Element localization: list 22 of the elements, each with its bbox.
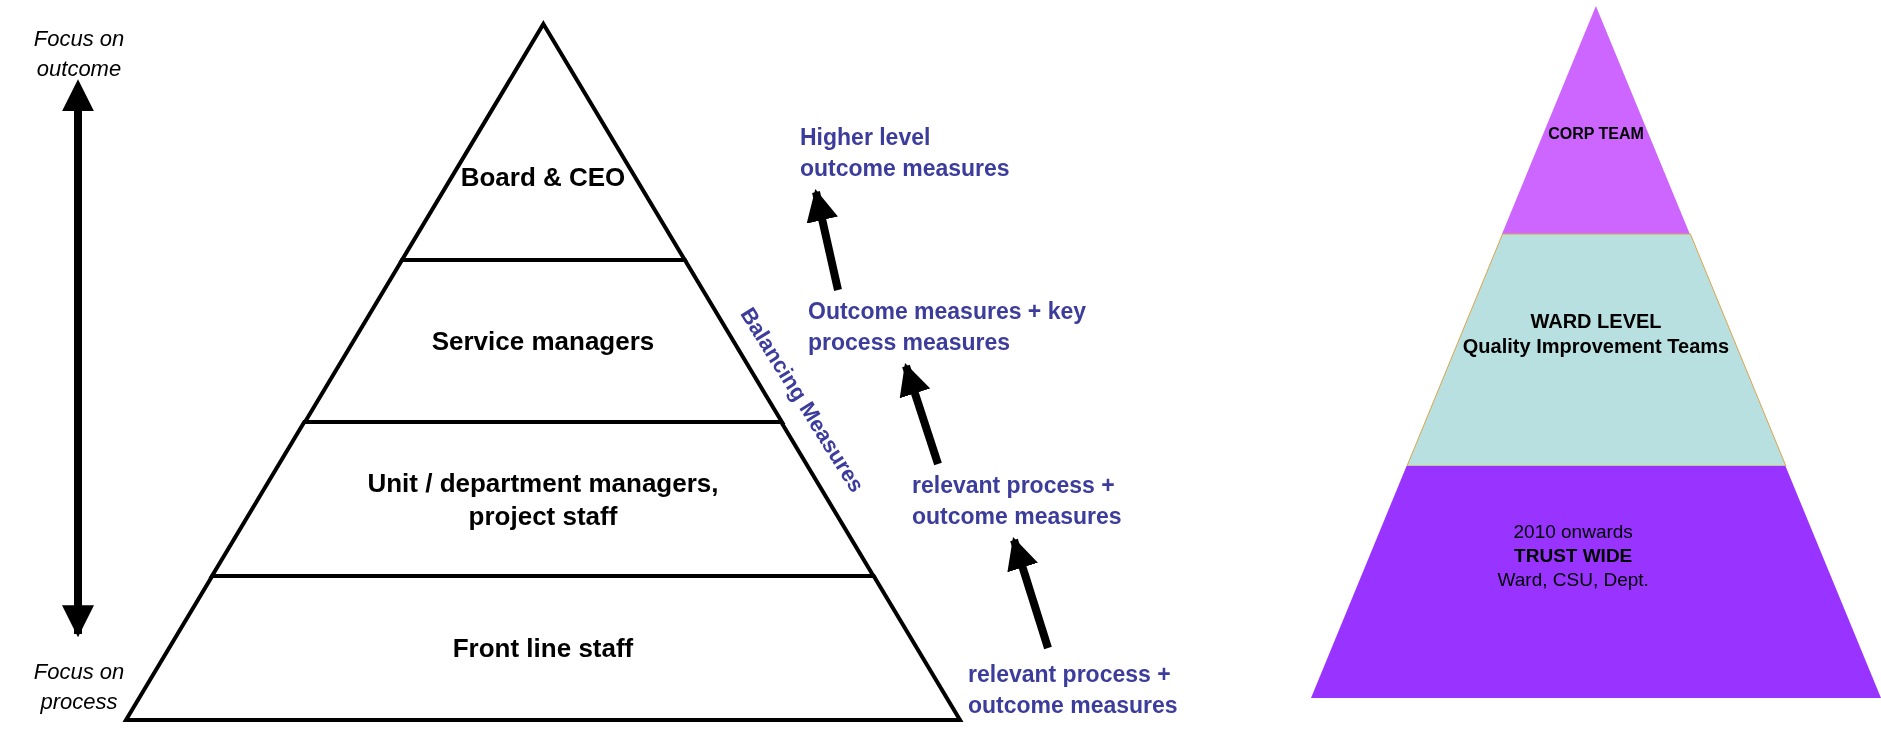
axis-label: Focus on process <box>32 658 126 716</box>
arrow <box>806 188 842 291</box>
double-arrow <box>62 79 94 638</box>
axis-label: Focus on outcome <box>32 25 126 83</box>
tier-label: Front line staff <box>452 631 634 665</box>
arrow <box>1007 536 1052 650</box>
tier-label: CORP TEAM <box>1548 123 1644 144</box>
arrow <box>899 362 942 466</box>
tier-label: Ward, CSU, Dept. <box>1497 568 1649 593</box>
tier-label: Service managers <box>431 324 655 358</box>
measure-label: Higher level outcome measures <box>800 122 1010 183</box>
tier-label: TRUST WIDE <box>1514 544 1633 569</box>
tier-label: WARD LEVEL <box>1530 308 1662 334</box>
tier-label: Quality Improvement Teams <box>1462 333 1730 359</box>
measure-label: Outcome measures + key process measures <box>808 296 1088 357</box>
pyramid-tier <box>1311 466 1881 698</box>
pyramid-tier <box>1406 234 1786 466</box>
tier-label: 2010 onwards <box>1513 520 1633 545</box>
pyramid-tier <box>1502 6 1690 234</box>
measure-label: relevant process + outcome measures <box>968 659 1179 720</box>
tier-label: Unit / department managers, project staff <box>366 466 720 532</box>
measure-label: relevant process + outcome measures <box>912 470 1123 531</box>
